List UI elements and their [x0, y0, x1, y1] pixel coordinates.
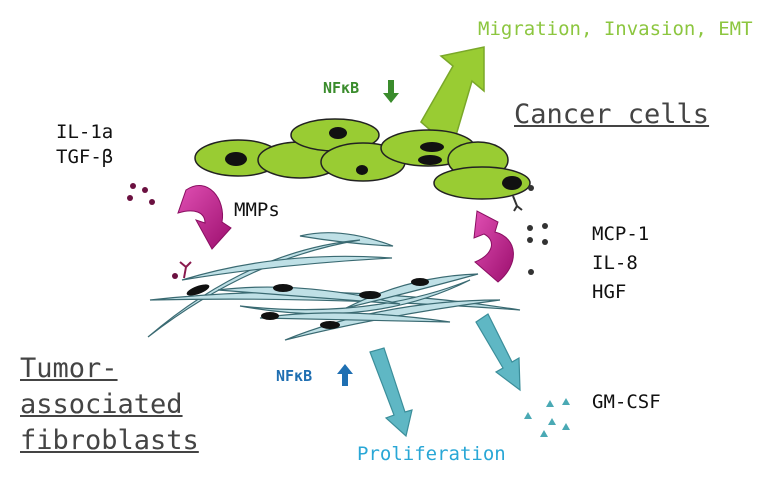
gmcsf-arrow	[475, 313, 521, 392]
nfkb-up-arrow-icon	[337, 364, 353, 386]
cancer-cells	[194, 118, 531, 200]
tumor-label-line1: Tumor-	[20, 353, 118, 384]
il8-label: IL-8	[592, 252, 638, 274]
tgfb-label: TGF-β	[56, 146, 114, 168]
gmcsf-triangles	[524, 398, 570, 437]
mcp1-label: MCP-1	[592, 223, 650, 245]
tumor-label-line2: associated	[20, 389, 183, 420]
nfkb-top-label: NFκB	[323, 79, 360, 97]
receptor-icon	[512, 195, 523, 212]
cancer-cells-label: Cancer cells	[514, 99, 710, 130]
paracrine-arrow-left	[177, 184, 232, 250]
fibroblasts	[147, 232, 521, 341]
fibroblast-nuclei	[186, 278, 429, 329]
proliferation-arrow	[369, 347, 413, 438]
paracrine-arrow-right	[473, 210, 514, 283]
proliferation-label: Proliferation	[357, 443, 506, 465]
fibroblast-receptor-icon	[179, 261, 192, 279]
il1a-label: IL-1a	[56, 121, 114, 143]
nfkb-bottom-label: NFκB	[276, 367, 313, 385]
migration-label: Migration, Invasion, EMT	[478, 18, 753, 40]
cytokine-dots-right	[527, 185, 548, 275]
nfkb-down-arrow-icon	[383, 80, 399, 103]
cancer-cell-nuclei	[225, 127, 522, 190]
gmcsf-label: GM-CSF	[592, 391, 661, 413]
hgf-label: HGF	[592, 281, 627, 303]
cytokine-dots-left	[127, 183, 155, 205]
ligand-dot	[172, 273, 178, 279]
tumor-label-line3: fibroblasts	[20, 425, 199, 456]
mmps-label: MMPs	[234, 199, 280, 221]
